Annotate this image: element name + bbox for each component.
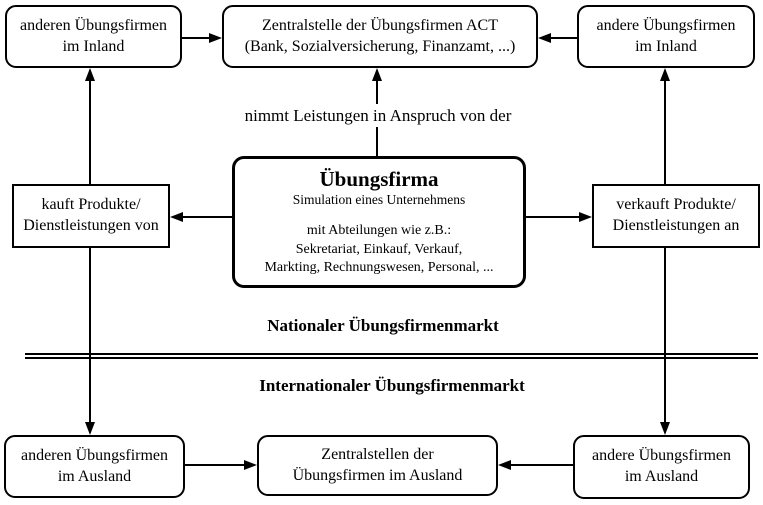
arrowhead-right-icon xyxy=(209,33,222,43)
box-text-line: Übungsfirmen im Ausland xyxy=(292,466,463,484)
box-text-line: anderen Übungsfirmen xyxy=(19,16,168,34)
box-text-line: Zentralstelle der Übungsfirmen ACT xyxy=(262,16,498,34)
arrow-shaft-ausland-right-to-zentralstellen xyxy=(510,464,573,466)
box-text-line: Dienstleistungen von xyxy=(23,217,159,234)
box-andere-uebungsfirmen-im-inland: andere Übungsfirmen im Inland xyxy=(577,5,755,68)
label-internationaler-uebungsfirmenmarkt: Internationaler Übungsfirmenmarkt xyxy=(259,376,525,395)
market-divider-double-line xyxy=(25,353,758,359)
arrowhead-down-icon xyxy=(85,422,95,435)
box-text-line: anderen Übungsfirmen xyxy=(20,446,169,464)
box-text-line: im Ausland xyxy=(57,467,132,485)
box-text-line: Dienstleistungen an xyxy=(612,217,740,234)
box-anderen-uebungsfirmen-im-inland: anderen Übungsfirmen im Inland xyxy=(5,5,182,68)
arrow-shaft-ausland-left-to-zentralstellen xyxy=(185,464,245,466)
box-kauft-produkte-dienstleistungen-von: kauft Produkte/ Dienstleistungen von xyxy=(12,184,170,248)
box-zentralstelle-der-uebungsfirmen-act: Zentralstelle der Übungsfirmen ACT (Bank… xyxy=(222,5,538,68)
box-uebungsfirma: Übungsfirma Simulation eines Unternehmen… xyxy=(232,156,526,288)
box-text-line: im Ausland xyxy=(624,468,699,485)
arrow-shaft-uebungsfirma-to-verkauft xyxy=(526,216,579,218)
box-text-line: im Inland xyxy=(62,37,125,55)
box-text-line: verkauft Produkte/ xyxy=(616,196,736,214)
arrowhead-left-icon xyxy=(538,33,551,43)
box-text-line: (Bank, Sozialversicherung, Finanzamt, ..… xyxy=(244,37,516,55)
box-zentralstellen-der-uebungsfirmen-im-ausland: Zentralstellen der Übungsfirmen im Ausla… xyxy=(257,435,498,496)
box-text-line: andere Übungsfirmen xyxy=(591,447,732,465)
label-nimmt-leistungen: nimmt Leistungen in Anspruch von der xyxy=(183,104,573,128)
box-text-line: kauft Produkte/ xyxy=(41,196,141,214)
uebungsfirma-departments-intro: mit Abteilungen wie z.B.: xyxy=(306,223,452,239)
arrowhead-up-icon xyxy=(660,68,670,81)
arrow-shaft-inland-right-to-zentralstelle xyxy=(550,37,577,39)
arrowhead-up-icon xyxy=(85,68,95,81)
uebungsfirma-title: Übungsfirma xyxy=(319,167,439,192)
uebungsfirma-subtitle: Simulation eines Unternehmens xyxy=(292,192,466,208)
uebungsfirma-departments-line: Markting, Rechnungswesen, Personal, ... xyxy=(264,260,494,276)
arrow-shaft-uebungsfirma-to-kauft xyxy=(182,216,232,218)
box-verkauft-produkte-dienstleistungen-an: verkauft Produkte/ Dienstleistungen an xyxy=(592,184,760,248)
label-nationaler-uebungsfirmenmarkt: Nationaler Übungsfirmenmarkt xyxy=(267,316,499,335)
arrowhead-up-icon xyxy=(372,68,382,81)
box-text-line: Zentralstellen der xyxy=(321,445,434,463)
box-anderen-uebungsfirmen-im-ausland: anderen Übungsfirmen im Ausland xyxy=(4,435,185,498)
arrow-shaft-inland-left-to-zentralstelle xyxy=(182,37,209,39)
arrow-shaft-left-column xyxy=(89,80,91,424)
box-text-line: andere Übungsfirmen xyxy=(596,16,736,34)
arrowhead-right-icon xyxy=(579,212,592,222)
arrowhead-down-icon xyxy=(660,422,670,435)
arrowhead-left-icon xyxy=(498,460,511,470)
arrow-shaft-right-column xyxy=(664,80,666,424)
arrowhead-right-icon xyxy=(244,460,257,470)
uebungsfirma-departments-line: Sekretariat, Einkauf, Verkauf, xyxy=(295,241,463,257)
arrowhead-left-icon xyxy=(170,212,183,222)
box-text-line: im Inland xyxy=(635,37,697,55)
box-andere-uebungsfirmen-im-ausland: andere Übungsfirmen im Ausland xyxy=(573,435,750,499)
